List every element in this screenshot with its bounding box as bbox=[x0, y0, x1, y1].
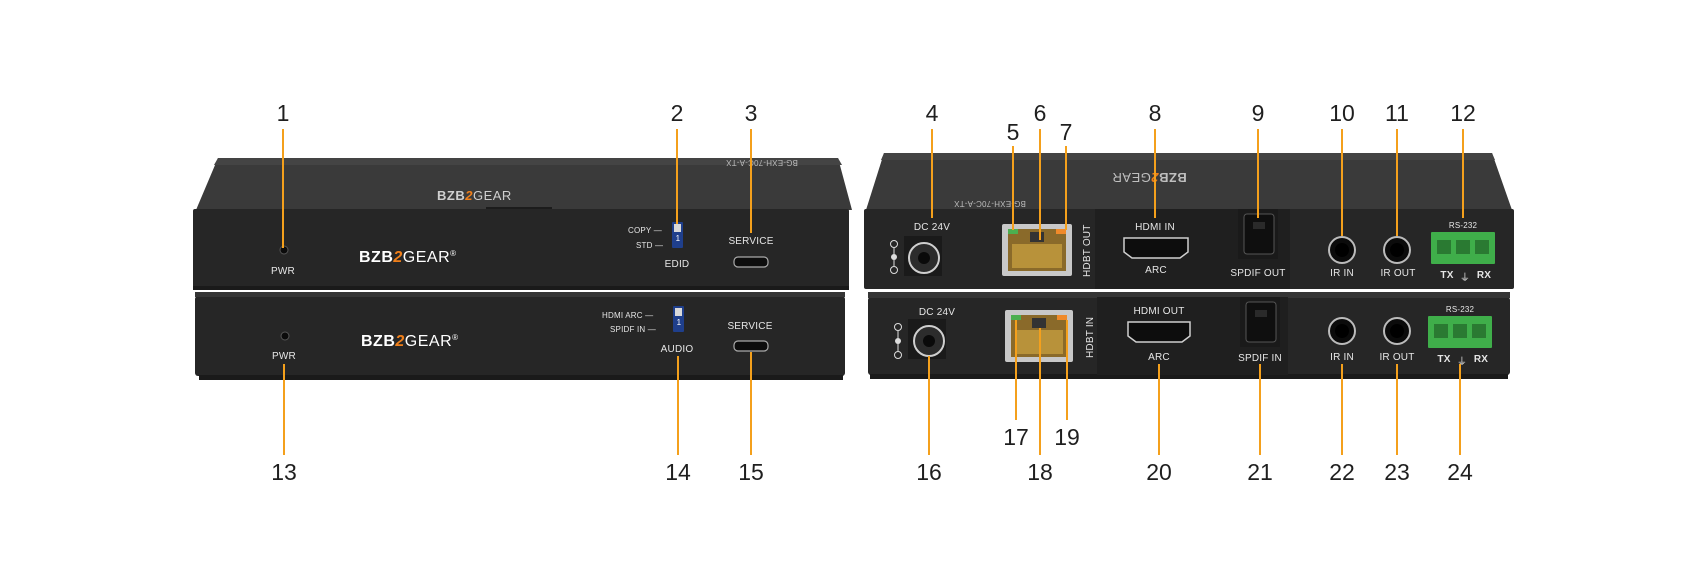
callout-20: 20 bbox=[1146, 459, 1172, 485]
callout-6: 6 bbox=[1033, 100, 1047, 126]
callout-24: 24 bbox=[1447, 459, 1473, 485]
front-logo-rx: BZB2GEAR® bbox=[361, 333, 459, 350]
hdmi-in-label: HDMI IN bbox=[1135, 222, 1175, 233]
dc-label-tx: DC 24V bbox=[913, 222, 951, 233]
callout-23: 23 bbox=[1384, 459, 1410, 485]
service-label-rx: SERVICE bbox=[727, 321, 773, 332]
ground-icon-tx: ⏚ bbox=[1459, 273, 1471, 284]
hdmi-arc-label: HDMI ARC — bbox=[602, 311, 654, 320]
service-label-tx: SERVICE bbox=[728, 236, 774, 247]
front-logo-tx: BZB2GEAR® bbox=[359, 249, 457, 266]
hdmi-out-label: HDMI OUT bbox=[1133, 306, 1185, 317]
rs232-rx-label-tx: RX bbox=[1476, 270, 1492, 281]
std-label: STD — bbox=[636, 241, 664, 250]
arc-label-rx: ARC bbox=[1148, 352, 1170, 363]
callout-12: 12 bbox=[1450, 100, 1476, 126]
callout-17: 17 bbox=[1003, 424, 1029, 450]
dc-label-rx: DC 24V bbox=[918, 307, 956, 318]
callout-13: 13 bbox=[271, 459, 297, 485]
callout-10: 10 bbox=[1329, 100, 1355, 126]
ir-out-label-tx: IR OUT bbox=[1380, 268, 1416, 279]
callout-22: 22 bbox=[1329, 459, 1355, 485]
dip-number-rx: 1 bbox=[676, 318, 682, 327]
callout-19: 19 bbox=[1054, 424, 1080, 450]
callout-8: 8 bbox=[1148, 100, 1162, 126]
spdif-in-label-front: SPIDF IN — bbox=[610, 325, 657, 334]
spdif-in-label-rear: SPDIF IN bbox=[1238, 353, 1282, 364]
callout-16: 16 bbox=[916, 459, 942, 485]
rs232-label-tx: RS-232 bbox=[1448, 221, 1478, 230]
callout-11: 11 bbox=[1385, 100, 1409, 126]
callout-1: 1 bbox=[276, 100, 290, 126]
callout-14: 14 bbox=[665, 459, 691, 485]
ground-icon-rx: ⏚ bbox=[1456, 357, 1468, 368]
edid-label: EDID bbox=[664, 259, 690, 270]
callout-7: 7 bbox=[1059, 119, 1073, 145]
copy-label: COPY — bbox=[628, 226, 662, 235]
pwr-label-tx: PWR bbox=[271, 266, 295, 277]
dip-number-tx: 1 bbox=[675, 234, 681, 243]
callout-9: 9 bbox=[1251, 100, 1265, 126]
spdif-out-label: SPDIF OUT bbox=[1230, 268, 1286, 279]
ir-out-label-rx: IR OUT bbox=[1379, 352, 1415, 363]
pwr-label-rx: PWR bbox=[272, 351, 296, 362]
arc-label-tx: ARC bbox=[1145, 265, 1167, 276]
callout-4: 4 bbox=[925, 100, 939, 126]
callout-15: 15 bbox=[738, 459, 764, 485]
rs232-tx-label-rx: TX bbox=[1437, 354, 1451, 365]
audio-label: AUDIO bbox=[660, 344, 694, 355]
callout-3: 3 bbox=[744, 100, 758, 126]
callout-21: 21 bbox=[1247, 459, 1273, 485]
callout-5: 5 bbox=[1006, 119, 1020, 145]
callout-2: 2 bbox=[670, 100, 684, 126]
ir-in-label-tx: IR IN bbox=[1330, 268, 1354, 279]
rs232-label-rx: RS-232 bbox=[1445, 305, 1475, 314]
callout-18: 18 bbox=[1027, 459, 1053, 485]
ir-in-label-rx: IR IN bbox=[1330, 352, 1354, 363]
rs232-rx-label-rx: RX bbox=[1473, 354, 1489, 365]
rs232-tx-label-tx: TX bbox=[1440, 270, 1454, 281]
top-logo-tx: BZB2GEAR bbox=[437, 188, 512, 203]
